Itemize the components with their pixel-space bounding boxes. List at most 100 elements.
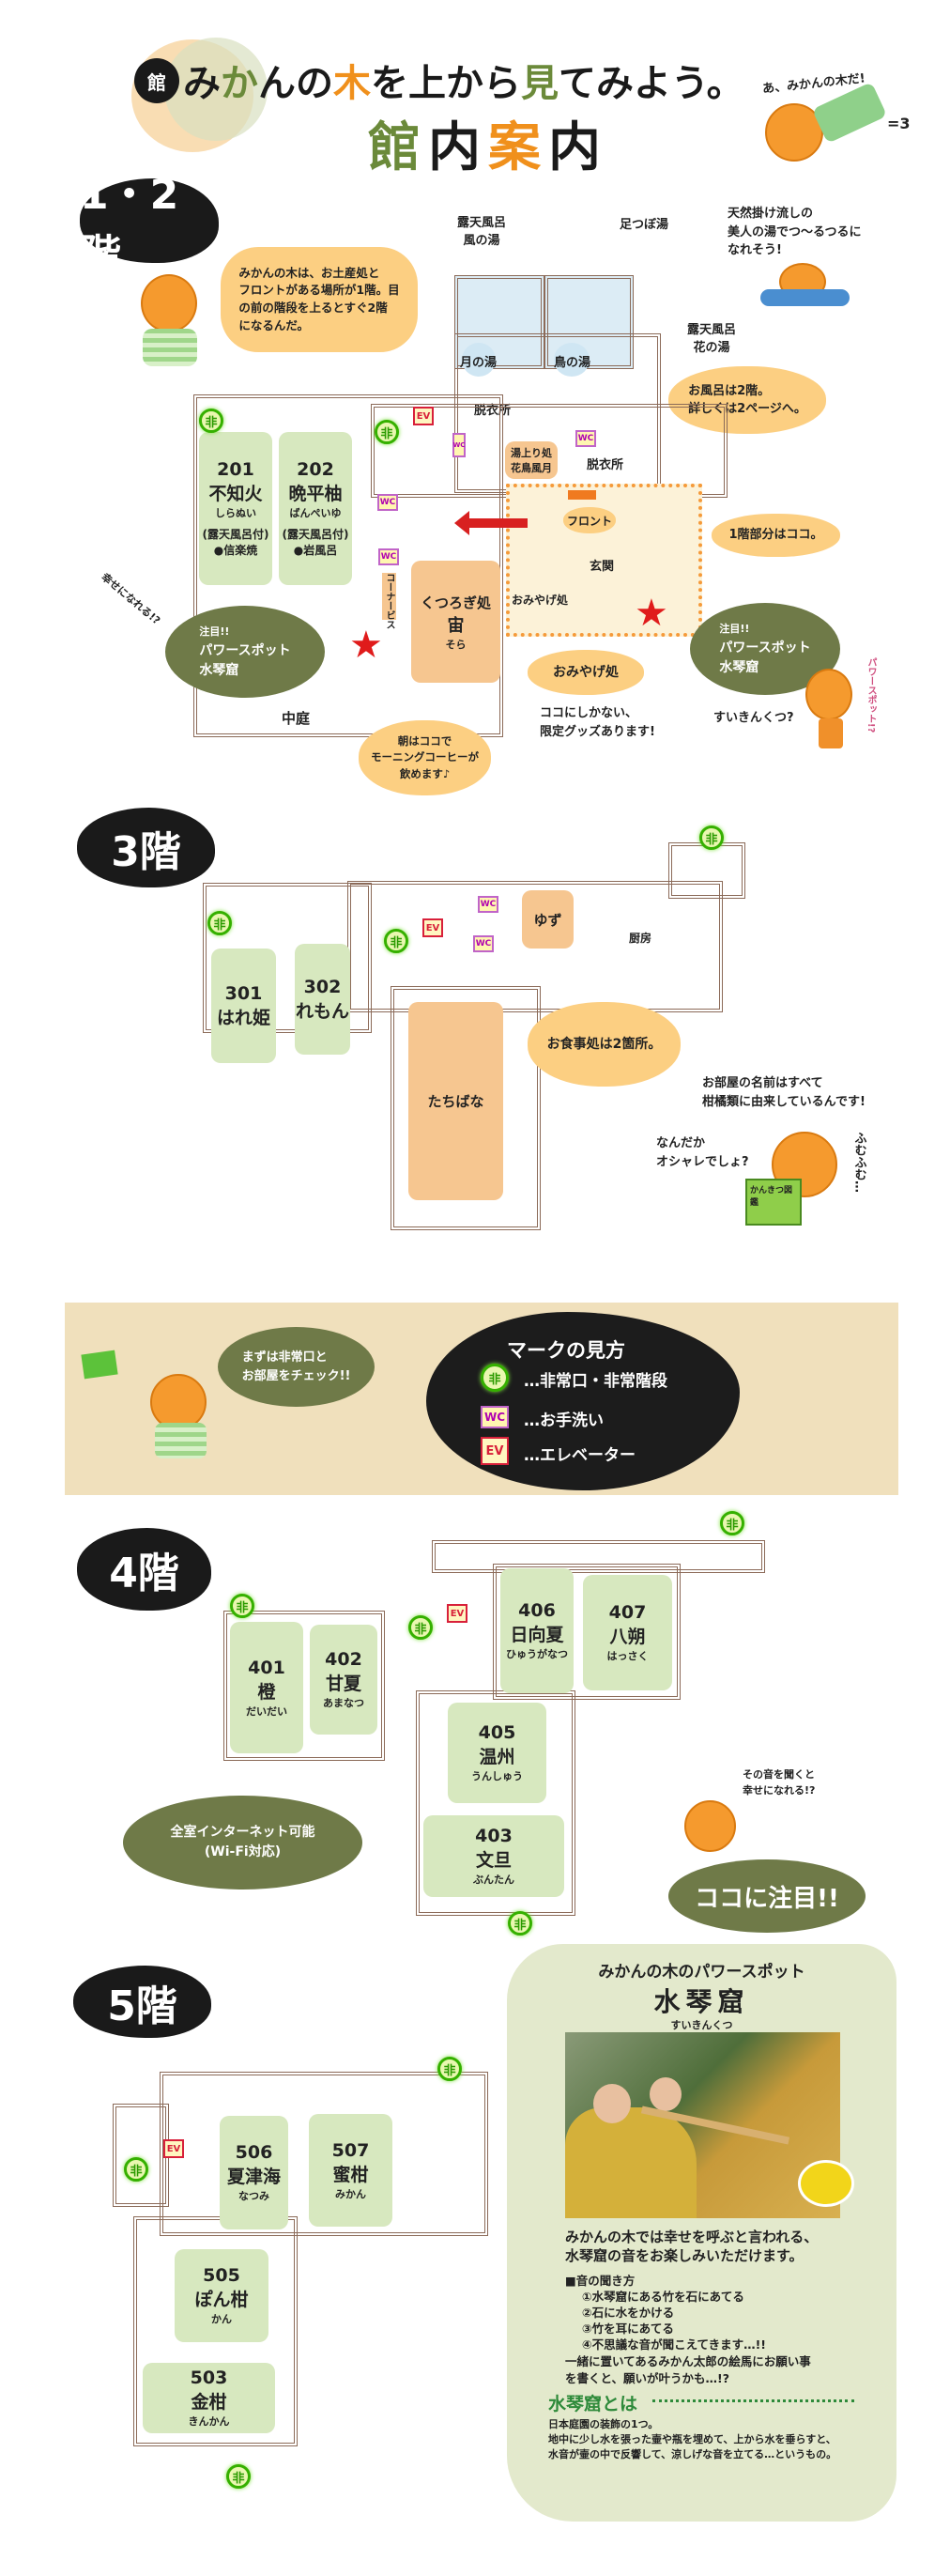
room-num: 403 [475,1826,513,1846]
floor4-east-wall [493,1564,681,1700]
label-rotenburo-kaze: 露天風呂 風の湯 [457,216,507,248]
floor-badge-3: 3階 [77,808,215,887]
callout-bubble: ココに注目!! [668,1859,866,1933]
label-kitchen: 厨房 [629,932,652,945]
power-spot-star-icon: ★ [349,624,383,667]
title-halo [164,38,268,141]
yuzu-dining[interactable]: ゆず [522,890,574,949]
restroom-icon: WC [478,896,498,913]
title-segment: を上から [371,62,521,105]
floor4-west-wall [223,1611,385,1761]
elevator-icon: EV [413,407,434,425]
label-omiyage: おみやげ処 [512,594,569,607]
front-desk-icon [568,490,596,500]
first-floor-area [506,484,702,637]
emergency-exit-icon: 非 [384,929,408,953]
character-body-icon [155,1423,207,1458]
floor3-stair-wall [668,842,745,899]
power-spot-bubble-left: 注目!!パワースポット 水琴窟 [165,606,325,698]
floor3-west-wall [203,883,372,1033]
bath-bubble: お風呂は2階。 詳しくは2ページへ。 [668,366,826,434]
elevator-icon: EV [481,1437,509,1465]
title-segment: 内 [548,117,608,178]
power-sfx: パワースポット!? [866,657,876,733]
room-202[interactable]: 202 晩平柚 ばんぺいゆ (露天風呂付) ●岩風呂 [279,432,352,585]
emergency-exit-icon: 非 [408,1615,433,1640]
floor3-south-wall [391,986,541,1230]
elevator-icon: EV [163,2139,184,2158]
room-num: 505 [203,2265,240,2286]
room-reading: うんしゅう [471,1770,523,1782]
title-segment: か [221,62,258,105]
power-spot-bubble-right: 注目!!パワースポット 水琴窟 [690,603,840,695]
label-datsui: 脱衣所 [587,458,624,472]
fumu-note: ふむふむ… [851,1132,866,1193]
happy-note: 幸せになれる!? [99,570,163,627]
exit-flag-icon [81,1350,118,1380]
room-num: 401 [248,1657,285,1678]
title-segment: 木 [333,62,371,105]
label-corner-service: コーナービス [382,573,396,629]
about-title: 水琴窟とは [548,2394,638,2414]
kan-mikan-icon: 館 [134,58,179,103]
restroom-icon: WC [452,433,466,457]
room-reading: なつみ [238,2190,269,2202]
restroom-icon: WC [473,935,494,952]
mikan-character-icon [805,669,852,720]
kutsurogi-lounge[interactable]: くつろぎ処 宙 そら [411,561,500,683]
legend-panel [426,1312,740,1490]
room-name: 甘夏 [325,1674,361,1694]
floor4-north-wall [432,1540,765,1573]
room-reading: ぶんたん [473,1874,514,1886]
tachibana-dining[interactable]: たちばな [408,1002,503,1200]
elevator-icon: EV [447,1604,467,1623]
label-tsuki: 月の湯 [460,356,498,370]
room-name: 夏津海 [226,2167,281,2187]
label-nakaniwa: 中庭 [282,710,311,727]
floor5-south-wall [133,2216,298,2446]
wifi-bubble: 全室インターネット可能 (Wi-Fi対応) [123,1796,362,1890]
room-num: 407 [608,1602,647,1623]
oshare-note: なんだか オシャレでしょ? [656,1136,749,1169]
restroom-icon: WC [378,548,399,565]
emergency-exit-icon: 非 [699,825,724,850]
page-subtitle: 館内案内 [368,105,608,181]
floor4-south-wall [416,1690,575,1916]
intro-bubble: みかんの木は、お土産処と フロントがある場所が1階。目 の前の階段を上るとすぐ2… [221,247,418,352]
room-201[interactable]: 201 不知火 しらぬい (露天風呂付) ●信楽焼 [199,432,272,585]
label-front: フロント [563,507,616,533]
room-name: ぽん柑 [194,2290,249,2310]
title-segment: 案 [488,117,548,178]
dining-bubble: お食事処は2箇所。 [528,1002,681,1087]
room-num: 507 [331,2139,370,2161]
room-505[interactable]: 505 ぽん柑かん [175,2249,268,2342]
howto-title: ■音の聞き方 [565,2274,636,2288]
yuagari-lounge: 湯上り処 花鳥風月 [505,441,558,479]
room-reading: きんかん [188,2415,230,2428]
floor-badge-5: 5階 [73,1966,211,2038]
restroom-icon: WC [377,494,398,511]
room-reading: だいだい [246,1704,287,1718]
floor-badge-1-2: 1・2階 [80,171,219,279]
room-reading: みかん [335,2187,366,2200]
feature-description: みかんの木では幸せを呼ぶと言われる、 水琴窟の音をお楽しみいただけます。 [565,2229,819,2265]
floor5-north-wall [160,2072,488,2236]
omiyage-bubble: おみやげ処 [528,650,644,695]
room-reading: かん [211,2313,232,2325]
room-name-note: お部屋の名前はすべて 柑橘類に由来しているんです! [702,1076,866,1109]
legend-label: …エレベーター [524,1446,636,1465]
suikin-question: すいきんくつ? [713,711,794,725]
mikan-character-icon [684,1800,736,1852]
room-num: 405 [478,1722,516,1743]
